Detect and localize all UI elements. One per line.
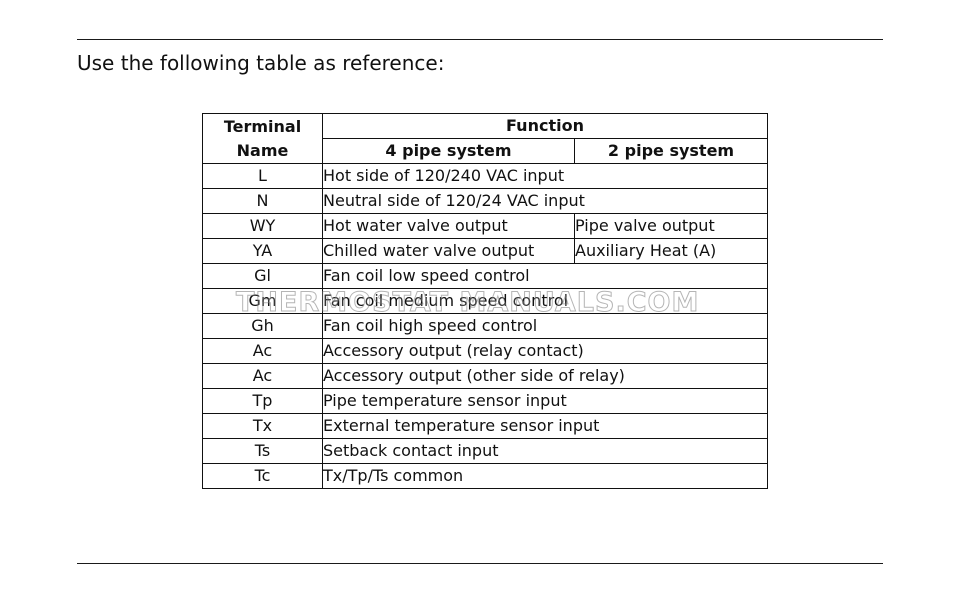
four-pipe-function-cell: Chilled water valve output bbox=[322, 238, 575, 264]
top-divider bbox=[77, 39, 883, 40]
terminal-cell: Ac bbox=[202, 338, 323, 364]
two-pipe-function-cell: Pipe valve output bbox=[573, 213, 769, 239]
function-cell: Neutral side of 120/24 VAC input bbox=[321, 188, 769, 214]
terminal-reference-table: Terminal Name Function 4 pipe system 2 p… bbox=[202, 113, 769, 489]
terminal-header-line1: Terminal bbox=[223, 116, 302, 136]
table-header-row-1: Terminal Name Function bbox=[202, 113, 769, 164]
terminal-cell: WY bbox=[202, 213, 323, 239]
table-header-row-2: 4 pipe system 2 pipe system bbox=[203, 138, 769, 164]
two-pipe-function-cell: Auxiliary Heat (A) bbox=[573, 238, 769, 264]
terminal-cell: Ts bbox=[202, 438, 323, 464]
terminal-name-header: Terminal Name bbox=[202, 113, 323, 164]
function-cell: External temperature sensor input bbox=[321, 413, 769, 439]
function-cell: Setback contact input bbox=[321, 438, 769, 464]
terminal-cell: Gm bbox=[202, 288, 323, 314]
four-pipe-header: 4 pipe system bbox=[322, 138, 575, 164]
bottom-divider bbox=[77, 563, 883, 564]
terminal-cell: Gl bbox=[202, 263, 323, 289]
function-cell: Fan coil low speed control bbox=[321, 263, 769, 289]
two-pipe-header: 2 pipe system bbox=[573, 138, 769, 164]
function-cell: Accessory output (relay contact) bbox=[321, 338, 769, 364]
terminal-cell: Tc bbox=[202, 463, 323, 489]
function-cell: Pipe temperature sensor input bbox=[321, 388, 769, 414]
function-cell: Hot side of 120/240 VAC input bbox=[321, 163, 769, 189]
terminal-cell: Tp bbox=[202, 388, 323, 414]
function-header: Function bbox=[321, 113, 769, 139]
terminal-cell: Gh bbox=[202, 313, 323, 339]
terminal-cell: L bbox=[202, 163, 323, 189]
terminal-cell: Ac bbox=[202, 363, 323, 389]
function-cell: Fan coil medium speed control bbox=[321, 288, 769, 314]
terminal-header-line2: Name bbox=[236, 140, 289, 160]
function-cell: Accessory output (other side of relay) bbox=[321, 363, 769, 389]
function-cell: Fan coil high speed control bbox=[321, 313, 769, 339]
four-pipe-function-cell: Hot water valve output bbox=[322, 213, 575, 239]
function-cell: Tx/Tp/Ts common bbox=[321, 463, 769, 489]
terminal-cell: N bbox=[202, 188, 323, 214]
intro-text: Use the following table as reference: bbox=[77, 51, 445, 75]
terminal-cell: YA bbox=[202, 238, 323, 264]
terminal-cell: Tx bbox=[202, 413, 323, 439]
